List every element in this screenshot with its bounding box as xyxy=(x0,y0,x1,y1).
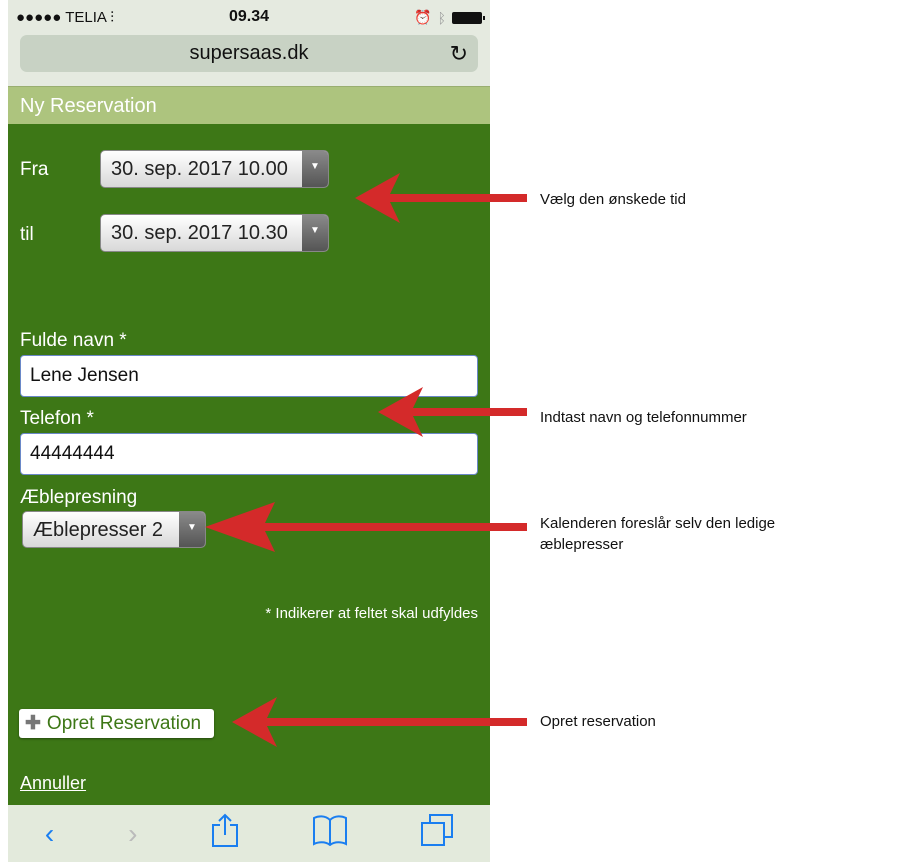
annotation-submit: Opret reservation xyxy=(540,713,656,730)
to-value: 30. sep. 2017 10.30 xyxy=(111,222,288,244)
carrier: ●●●●● TELIA ⫶ xyxy=(16,9,114,26)
resource-select[interactable]: Æblepresser 2 ▼ xyxy=(22,511,206,548)
browser-toolbar: ‹ › xyxy=(8,805,490,862)
name-label: Fulde navn * xyxy=(20,330,127,351)
wifi-icon: ⫶ xyxy=(110,9,114,26)
back-icon[interactable]: ‹ xyxy=(44,817,55,849)
annotation-name: Indtast navn og telefonnummer xyxy=(540,409,747,426)
to-label: til xyxy=(20,224,34,245)
url-text: supersaas.dk xyxy=(189,42,309,64)
share-icon[interactable] xyxy=(211,813,239,854)
from-value: 30. sep. 2017 10.00 xyxy=(111,158,288,180)
bookmarks-icon[interactable] xyxy=(313,814,348,853)
address-bar[interactable]: supersaas.dk ↻ xyxy=(20,35,478,72)
from-label: Fra xyxy=(20,159,49,180)
from-select[interactable]: 30. sep. 2017 10.00 ▼ xyxy=(100,150,329,188)
reload-icon[interactable]: ↻ xyxy=(449,41,468,66)
cancel-link[interactable]: Annuller xyxy=(20,773,87,793)
create-reservation-button[interactable]: ✚Opret Reservation xyxy=(19,709,214,738)
annotation-time: Vælg den ønskede tid xyxy=(540,191,686,208)
arrow-annotation-resource xyxy=(205,502,527,552)
arrow-annotation-submit xyxy=(232,697,527,747)
resource-label: Æblepresning xyxy=(20,487,138,508)
tabs-icon[interactable] xyxy=(421,814,454,853)
required-note: * Indikerer at feltet skal udfyldes xyxy=(265,605,478,622)
chevron-down-icon: ▼ xyxy=(179,512,205,547)
button-label: Opret Reservation xyxy=(46,713,202,734)
chevron-down-icon: ▼ xyxy=(302,151,328,187)
forward-icon[interactable]: › xyxy=(128,817,138,849)
page-title: Ny Reservation xyxy=(8,86,490,124)
bluetooth-icon: ᛒ xyxy=(437,9,446,26)
name-input[interactable]: Lene Jensen xyxy=(20,355,478,397)
phone-label: Telefon * xyxy=(20,408,94,429)
alarm-icon: ⏰ xyxy=(414,9,432,25)
arrow-annotation-time xyxy=(355,173,527,223)
battery-icon xyxy=(452,11,485,24)
chevron-down-icon: ▼ xyxy=(302,215,328,251)
phone-input[interactable]: 44444444 xyxy=(20,433,478,475)
phone-screen: ●●●●● TELIA ⫶ 09.34 ⏰ ᛒ supersaas.dk ↻ Ny … xyxy=(8,0,490,862)
annotation-resource: Kalenderen foreslår selv den ledige æble… xyxy=(540,515,776,553)
clock: 09.34 xyxy=(228,8,270,25)
to-select[interactable]: 30. sep. 2017 10.30 ▼ xyxy=(100,214,329,252)
arrow-annotation-name xyxy=(378,387,527,437)
resource-value: Æblepresser 2 xyxy=(33,519,164,541)
plus-icon: ✚ xyxy=(25,713,41,734)
